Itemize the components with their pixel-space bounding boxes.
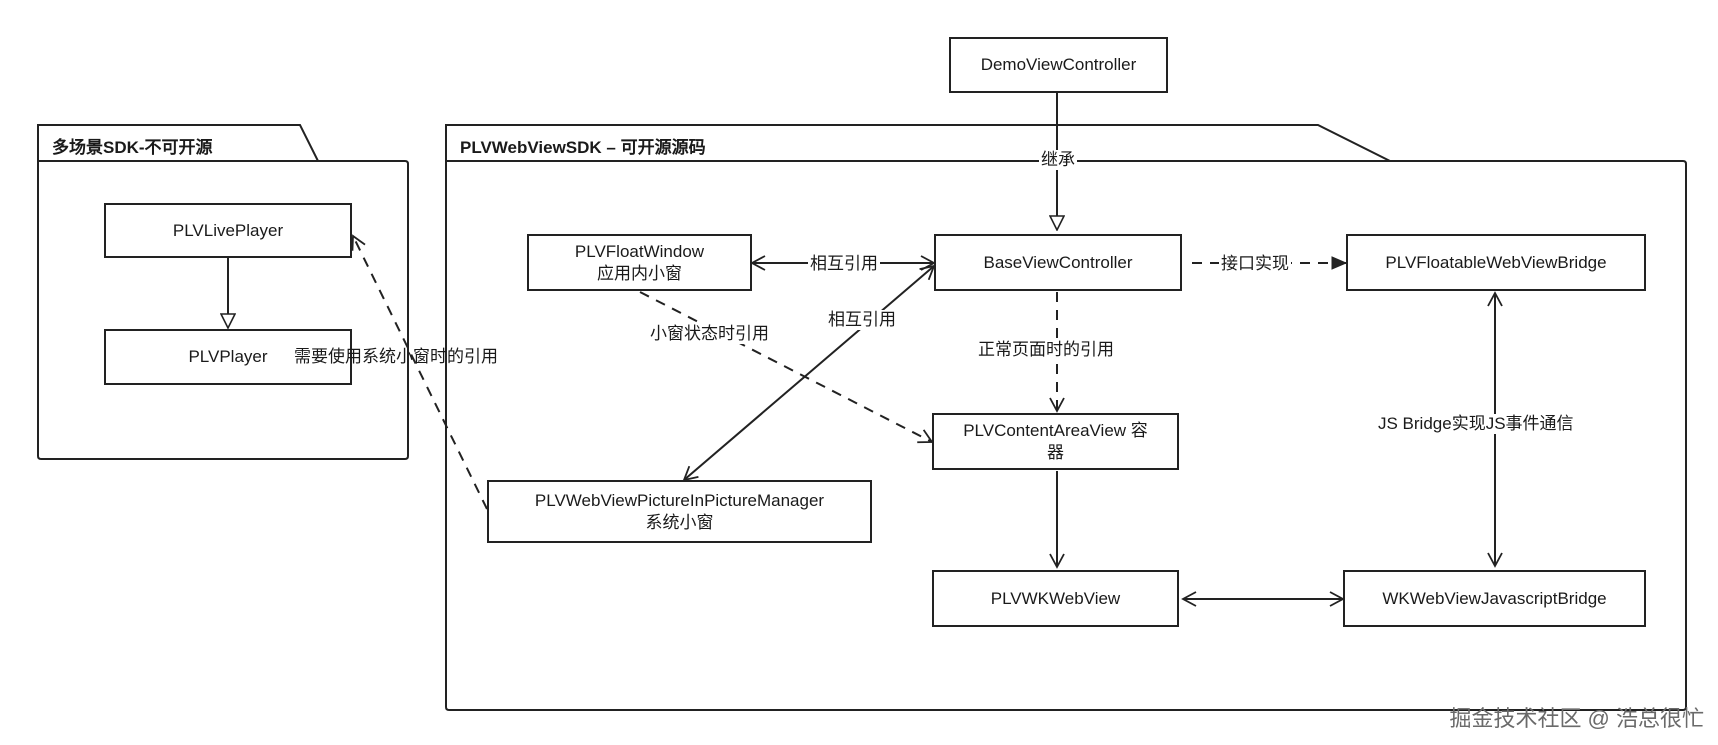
edge-label-inherit: 继承 xyxy=(1039,150,1077,170)
edge-label-system-pip-ref: 需要使用系统小窗时的引用 xyxy=(294,347,498,366)
node-label: PLVFloatWindow xyxy=(574,241,705,261)
edge-label-small-window-ref: 小窗状态时引用 xyxy=(648,324,771,344)
node-label: WKWebViewJavascriptBridge xyxy=(1382,588,1607,608)
node-plv-float-window[interactable]: PLVFloatWindow 应用内小窗 xyxy=(527,234,752,291)
edge-label-interface-impl: 接口实现 xyxy=(1219,254,1291,274)
edge-small-window-ref xyxy=(639,291,934,444)
node-plv-floatable-webview-bridge[interactable]: PLVFloatableWebViewBridge xyxy=(1346,234,1646,291)
node-label: PLVContentAreaView 容 xyxy=(963,420,1148,440)
node-label: PLVWebViewPictureInPictureManager xyxy=(534,490,825,510)
package-left-title: 多场景SDK-不可开源 xyxy=(52,138,213,157)
node-plv-player[interactable]: PLVPlayer xyxy=(104,329,352,385)
package-left-frame xyxy=(37,124,409,460)
node-label: PLVWKWebView xyxy=(990,588,1121,608)
node-label: BaseViewController xyxy=(983,252,1133,272)
node-sublabel: 器 xyxy=(1047,442,1064,462)
edge-mutual-ref-2 xyxy=(682,264,936,482)
edge-label-mutual-ref-2: 相互引用 xyxy=(826,310,898,330)
node-plv-pip-manager[interactable]: PLVWebViewPictureInPictureManager 系统小窗 xyxy=(487,480,872,543)
node-label: DemoViewController xyxy=(980,55,1137,74)
edge-label-js-bridge-comm: JS Bridge实现JS事件通信 xyxy=(1376,414,1576,434)
node-label: PLVPlayer xyxy=(188,347,268,366)
node-plv-wk-webview[interactable]: PLVWKWebView xyxy=(932,570,1179,627)
edge-label-normal-page-ref: 正常页面时的引用 xyxy=(976,340,1116,360)
node-plv-content-area-view[interactable]: PLVContentAreaView 容 器 xyxy=(932,413,1179,470)
edge-label-mutual-ref-1: 相互引用 xyxy=(808,254,880,274)
node-label: PLVFloatableWebViewBridge xyxy=(1385,252,1607,272)
edge-system-pip-ref xyxy=(351,234,488,510)
package-right-frame xyxy=(445,124,1687,711)
node-demo-view-controller[interactable]: DemoViewController xyxy=(949,37,1168,93)
watermark: 掘金技术社区 @ 浩总很忙 xyxy=(1449,706,1704,731)
node-sublabel: 应用内小窗 xyxy=(597,263,682,283)
node-label: PLVLivePlayer xyxy=(172,220,284,240)
node-base-view-controller[interactable]: BaseViewController xyxy=(934,234,1182,291)
package-right-title: PLVWebViewSDK – 可开源源码 xyxy=(460,138,706,157)
node-sublabel: 系统小窗 xyxy=(645,512,714,532)
node-wk-webview-javascript-bridge[interactable]: WKWebViewJavascriptBridge xyxy=(1343,570,1646,627)
node-plv-live-player[interactable]: PLVLivePlayer xyxy=(104,203,352,258)
